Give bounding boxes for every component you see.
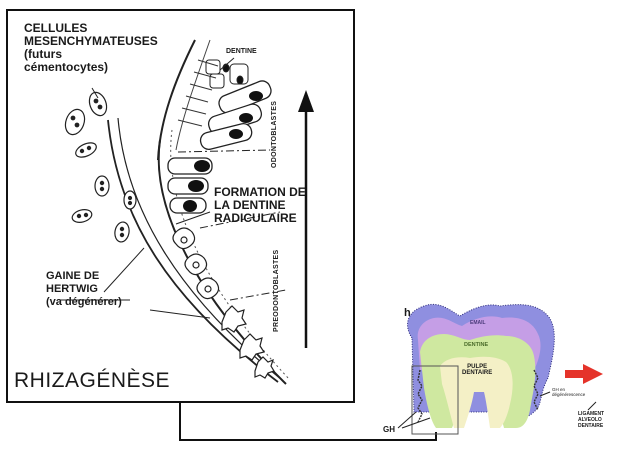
odontoblast-cells xyxy=(167,80,272,214)
label-line: dégénérescence xyxy=(552,391,586,397)
label-line: FORMATION DE xyxy=(214,185,306,199)
preodontoblast-cells xyxy=(172,227,275,379)
inset-selection-box xyxy=(411,365,459,435)
label-line: RADICULAIRE xyxy=(214,210,297,225)
label-line: ALVEOLO xyxy=(578,416,602,423)
root-edge-left xyxy=(417,369,423,423)
mesenchymal-cell xyxy=(123,190,137,210)
label-line: (va dégénérer) xyxy=(46,296,122,309)
hertwig-sheath-label: GAINE DE HERTWIG (va dégénérer) xyxy=(46,270,122,310)
odontoblast-cell xyxy=(169,197,207,214)
hertwig-sheath-outer xyxy=(107,119,279,383)
dentine-hatching xyxy=(177,59,219,127)
leader-lines xyxy=(60,57,235,319)
label-line: CELLULES xyxy=(24,21,88,35)
dentine-inner-edge xyxy=(175,39,211,151)
label-line: GAINE DE xyxy=(46,270,100,282)
label-line: (futurs xyxy=(24,46,62,61)
mesenchymal-cells xyxy=(64,91,137,243)
mesenchymal-cells-label: CELLULES MESENCHYMATEUSES (futurs cément… xyxy=(24,22,158,74)
panel-letter: h xyxy=(404,307,411,319)
gh-degeneration-label: GH en dégénérescence xyxy=(552,387,586,398)
mesenchymal-cell xyxy=(64,108,86,136)
label-line: cémentocytes) xyxy=(24,59,109,74)
gh-leaders xyxy=(397,391,597,429)
dentine-label: DENTINE xyxy=(226,48,257,55)
mesenchymal-cell xyxy=(114,221,130,243)
dentine-upper-edge xyxy=(157,39,196,161)
mesenchymal-cell xyxy=(71,209,93,223)
zone-separators xyxy=(177,149,287,301)
label-line: DENTAIRE xyxy=(578,422,604,429)
red-arrow xyxy=(565,364,603,384)
ligament-label: LIGAMENT ALVEOLO DENTAIRE xyxy=(578,411,605,429)
label-line: MESENCHYMATEUSES xyxy=(24,33,158,48)
pulp-label: PULPE DENTAIRE xyxy=(462,364,492,377)
enamel-label: EMAIL xyxy=(470,320,486,326)
connector-line xyxy=(179,402,437,441)
mesenchymal-cell xyxy=(88,91,108,117)
mesenchymal-cell xyxy=(75,142,97,158)
radicular-dentine-formation-label: FORMATION DE LA DENTINE RADICULAIRE xyxy=(214,186,306,225)
odontoblast-cell xyxy=(167,157,213,175)
odontoblast-cell xyxy=(167,177,209,195)
odontoblast-cell xyxy=(218,80,272,114)
odontoblast-cell xyxy=(199,122,253,150)
label-line: PULPE xyxy=(467,364,488,370)
label-line: LA DENTINE xyxy=(214,197,286,212)
direction-arrow xyxy=(298,90,314,348)
label-line: LIGAMENT xyxy=(578,411,605,417)
mesenchymal-cell xyxy=(94,175,110,197)
label-line: GH en xyxy=(552,387,566,392)
label-line: DENTAIRE xyxy=(462,370,493,377)
inset-dentine-label: DENTINE xyxy=(464,342,489,348)
root-edge-right xyxy=(533,369,539,411)
gh-label: GH xyxy=(383,425,395,434)
panel-title: RHIZAGÉNÈSE xyxy=(14,369,171,392)
label-line: HERTWIG xyxy=(46,283,98,296)
